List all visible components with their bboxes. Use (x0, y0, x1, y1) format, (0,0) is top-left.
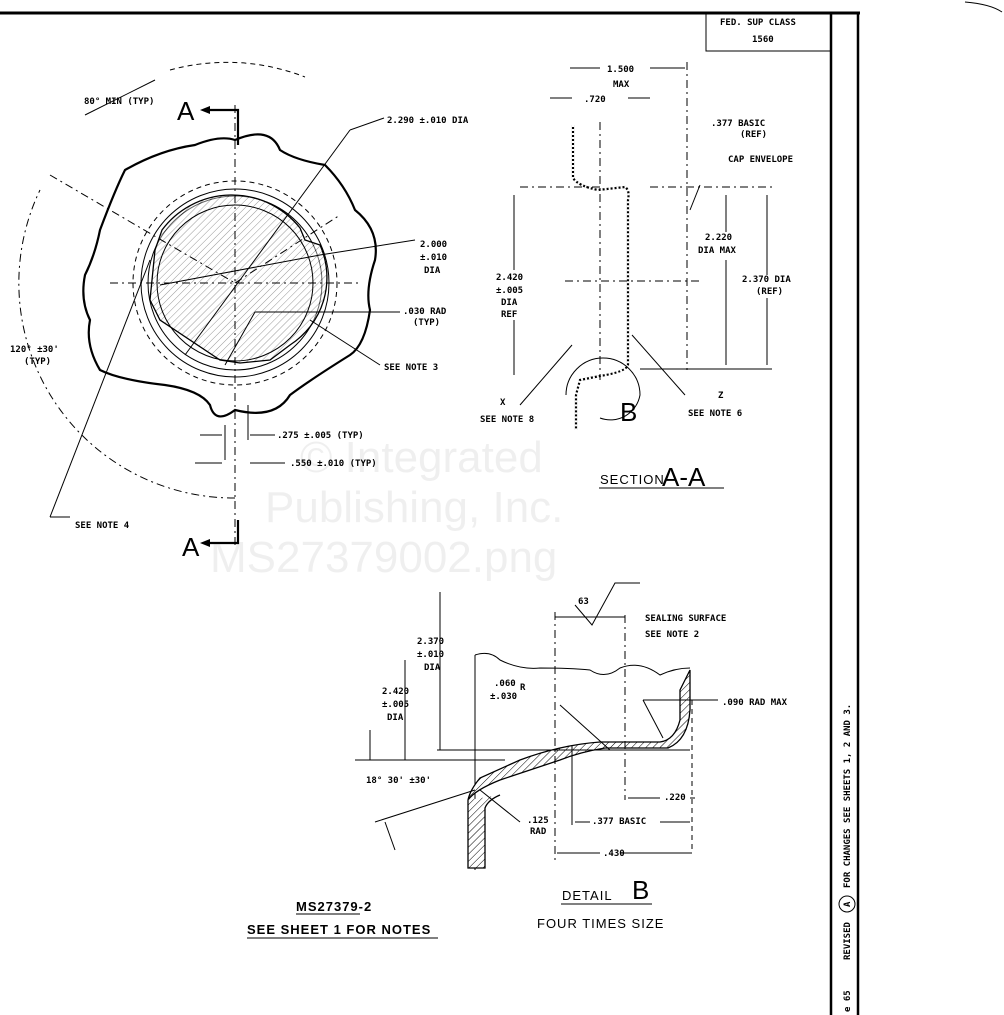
title-block-fed-sup-class: FED. SUP CLASS 1560 (705, 12, 832, 52)
revision-note: REVISED A FOR CHANGES SEE SHEETS 1, 2 AN… (838, 704, 856, 1012)
rad-060-label: .060 (494, 679, 516, 689)
detail-b-view (355, 582, 718, 870)
section-a-a-caption: SECTION A-A (599, 462, 724, 492)
dia-2370-ref-label: 2.370 DIA (742, 275, 791, 285)
detail-dia-2370-label: 2.370 (417, 637, 444, 647)
rad-030-label: .030 RAD (403, 307, 447, 317)
svg-text:A-A: A-A (662, 462, 706, 492)
watermark: © Integrated Publishing, Inc. MS27379002… (210, 433, 563, 582)
svg-text:A: A (843, 901, 853, 907)
angle-120-label: 120° ±30' (10, 345, 59, 355)
dim-720-label: .720 (584, 95, 606, 105)
svg-text:DIA: DIA (387, 713, 404, 723)
svg-text:(REF): (REF) (756, 287, 783, 297)
svg-text:±.030: ±.030 (490, 692, 517, 702)
dia-2290-label: 2.290 ±.010 DIA (387, 116, 469, 126)
detail-dia-2420-label: 2.420 (382, 687, 409, 697)
dia-2000-label: 2.000 (420, 240, 447, 250)
angle-min-label: 80° MIN (TYP) (84, 97, 154, 107)
svg-text:B: B (632, 875, 649, 905)
dia-2220-label: 2.220 (705, 233, 732, 243)
svg-text:(TYP): (TYP) (413, 318, 440, 328)
dim-430-label: .430 (603, 849, 625, 859)
fed-sup-class-value: 1560 (752, 35, 774, 45)
detail-dim-377-label: .377 BASIC (592, 817, 646, 827)
surface-finish-63: 63 (578, 597, 589, 607)
see-note-4: SEE NOTE 4 (75, 521, 130, 531)
see-note-3: SEE NOTE 3 (384, 363, 438, 373)
notes-reference: SEE SHEET 1 FOR NOTES (247, 922, 431, 937)
svg-text:±.010: ±.010 (417, 650, 444, 660)
svg-text:RAD: RAD (530, 827, 547, 837)
svg-text:Publishing, Inc.: Publishing, Inc. (265, 483, 563, 532)
svg-text:±.005: ±.005 (496, 286, 523, 296)
part-number: MS27379-2 (296, 899, 372, 914)
svg-text:(REF): (REF) (740, 130, 767, 140)
z-label: Z (718, 391, 724, 401)
svg-text:MAX: MAX (613, 80, 630, 90)
sealing-surface-label: SEALING SURFACE (645, 614, 726, 624)
svg-text:DIA: DIA (424, 266, 441, 276)
svg-text:±.005: ±.005 (382, 700, 409, 710)
svg-text:DIA: DIA (501, 298, 518, 308)
svg-text:DETAIL: DETAIL (562, 888, 613, 903)
svg-text:© Integrated: © Integrated (300, 433, 543, 482)
scale-label: FOUR TIMES SIZE (537, 916, 664, 931)
svg-text:MS27379002.png: MS27379002.png (210, 533, 557, 582)
svg-text:SECTION: SECTION (600, 472, 665, 487)
section-letter-top: A (177, 96, 195, 126)
svg-text:REF: REF (501, 310, 517, 320)
see-note-8: SEE NOTE 8 (480, 415, 534, 425)
section-letter-bottom: A (182, 532, 200, 562)
angle-18-30-label: 18° 30' ±30' (366, 776, 431, 786)
svg-text:DIA: DIA (424, 663, 441, 673)
fed-sup-class-label: FED. SUP CLASS (720, 18, 796, 28)
x-label: X (500, 398, 506, 408)
front-view (18, 61, 416, 547)
dim-275-label: .275 ±.005 (TYP) (277, 431, 364, 441)
rad-125-label: .125 (527, 816, 549, 826)
detail-b-caption: DETAIL B FOUR TIMES SIZE (537, 875, 664, 931)
svg-text:R: R (520, 683, 526, 693)
section-a-a-view (513, 62, 775, 430)
svg-text:REVISED: REVISED (843, 921, 853, 960)
part-number-block: MS27379-2 SEE SHEET 1 FOR NOTES (247, 899, 438, 939)
rad-090-label: .090 RAD MAX (722, 698, 788, 708)
dim-1500-label: 1.500 (607, 65, 634, 75)
svg-text:DIA MAX: DIA MAX (698, 246, 737, 256)
dim-550-label: .550 ±.010 (TYP) (290, 459, 377, 469)
dia-2420-ref-label: 2.420 (496, 273, 523, 283)
dim-377-basic-label: .377 BASIC (711, 119, 765, 129)
detail-b-callout: B (620, 397, 637, 427)
cap-envelope-label: CAP ENVELOPE (728, 155, 793, 165)
svg-text:SEE NOTE 2: SEE NOTE 2 (645, 630, 699, 640)
see-note-6: SEE NOTE 6 (688, 409, 742, 419)
revision-symbol-icon (838, 895, 856, 913)
svg-text:FOR CHANGES SEE SHEETS 1, 2 AN: FOR CHANGES SEE SHEETS 1, 2 AND 3. (843, 704, 853, 888)
svg-text:e 65: e 65 (843, 990, 853, 1012)
svg-text:(TYP): (TYP) (24, 357, 51, 367)
dim-220-label: .220 (664, 793, 686, 803)
svg-text:±.010: ±.010 (420, 253, 447, 263)
